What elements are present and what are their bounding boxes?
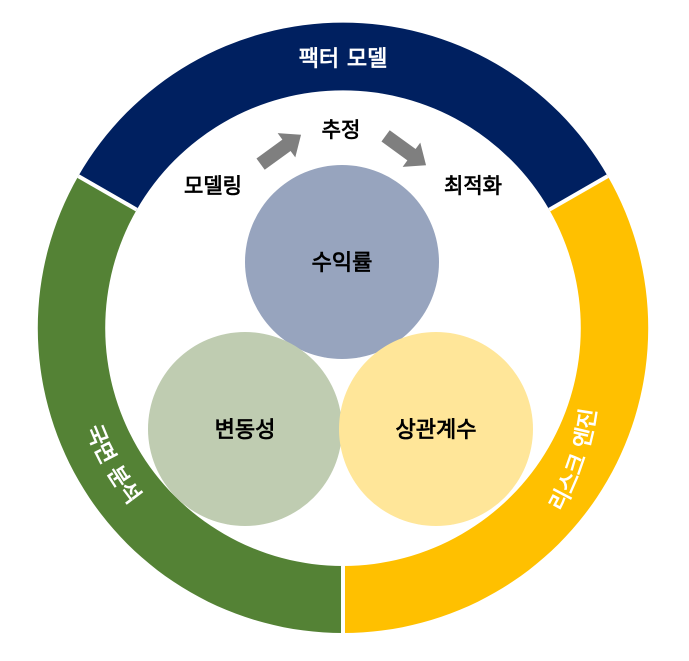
circle-label-correlation: 상관계수 <box>396 418 477 443</box>
ring-segment-factor-model <box>78 22 608 210</box>
ring-segment-risk-engine <box>343 176 649 634</box>
ring-divider <box>77 174 138 212</box>
ring-label-top: 팩터 모델 <box>299 47 388 72</box>
circle-correlation <box>339 332 533 526</box>
circle-volatility <box>148 332 342 526</box>
ring-divider <box>548 174 609 212</box>
process-step-modeling: 모델링 <box>184 174 242 198</box>
arrow-right-down-icon <box>381 130 427 167</box>
circle-label-volatility: 변동성 <box>215 418 276 443</box>
circle-returns <box>245 165 439 359</box>
process-step-estimation: 추정 <box>322 118 361 142</box>
circle-label-returns: 수익률 <box>312 251 373 276</box>
process-step-optimization: 최적화 <box>444 174 503 198</box>
ring-segment-regime-analysis <box>37 176 344 634</box>
arrow-right-up-icon <box>256 133 302 170</box>
